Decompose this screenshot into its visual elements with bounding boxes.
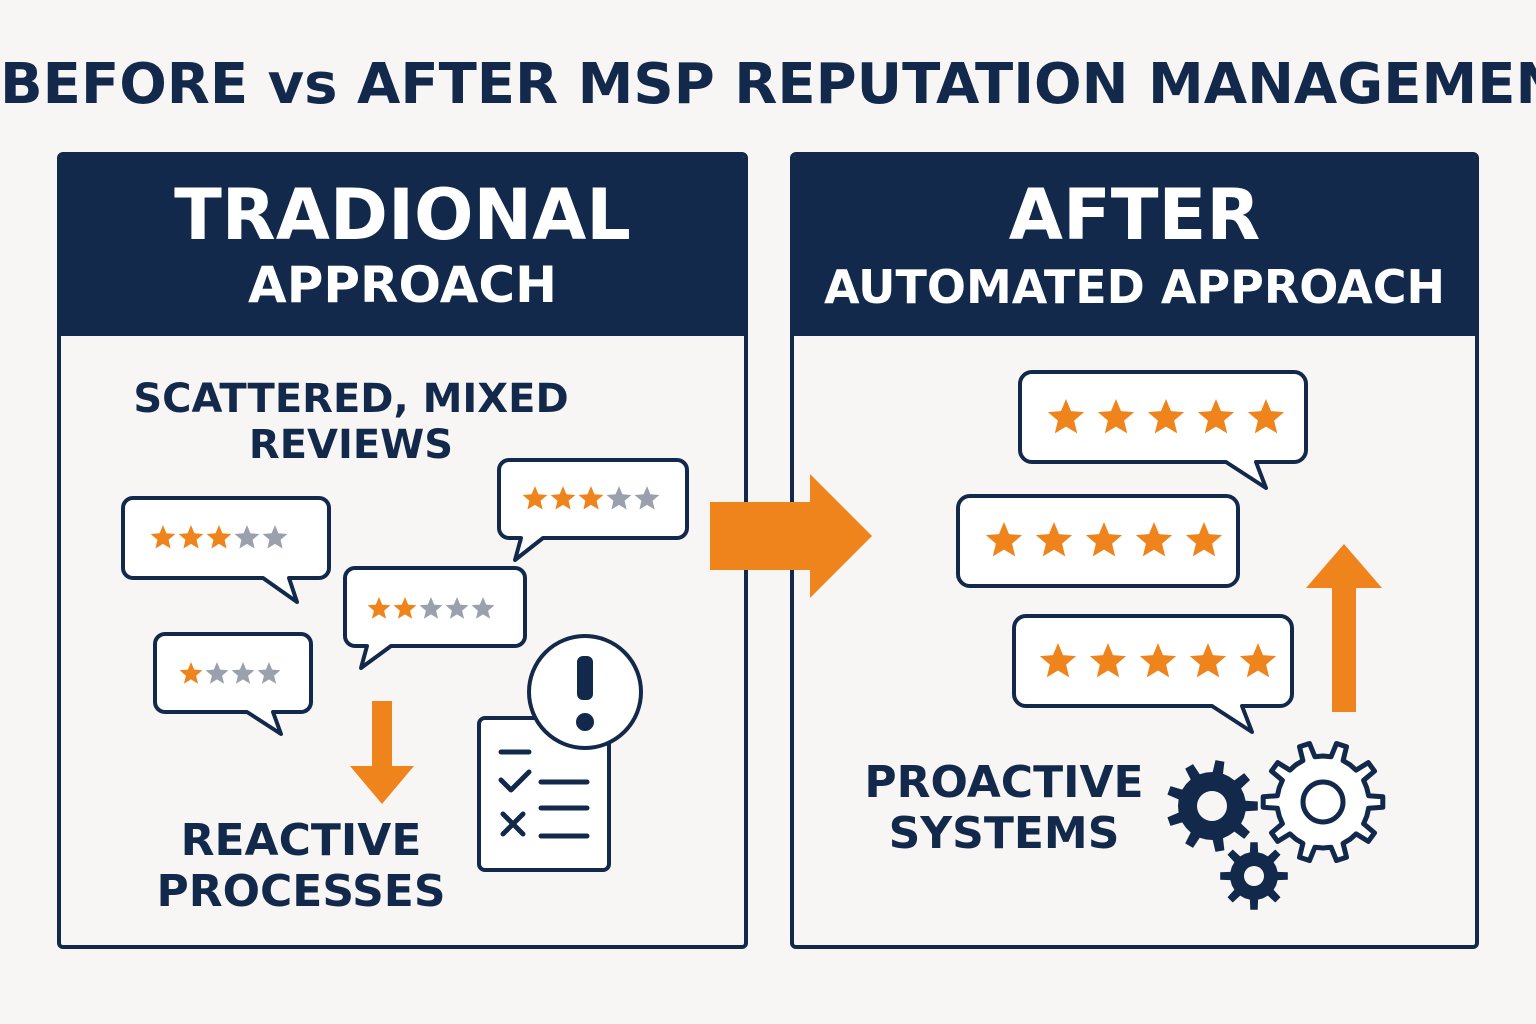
gears-icon	[1167, 741, 1386, 910]
main-title: BEFORE vs AFTER MSP REPUTATION MANAGEMEN…	[0, 52, 1536, 117]
star-filled-icon	[1197, 399, 1235, 434]
review-bubble	[343, 566, 527, 670]
star-filled-icon	[1097, 399, 1135, 434]
review-bubble	[1012, 614, 1294, 734]
reactive-processes-label-line1: REACTIVE	[180, 815, 422, 866]
star-filled-icon	[1089, 643, 1127, 678]
review-bubble	[956, 494, 1240, 588]
review-bubble	[497, 458, 689, 562]
review-bubble	[1018, 370, 1308, 490]
gear-icon	[1167, 760, 1258, 852]
star-filled-icon	[1085, 522, 1123, 557]
up-arrow-icon	[1306, 544, 1382, 712]
star-rating	[367, 597, 495, 619]
star-empty-icon	[419, 597, 443, 619]
star-filled-icon	[367, 597, 391, 619]
star-filled-icon	[1247, 399, 1285, 434]
proactive-systems-label-line2: SYSTEMS	[888, 807, 1120, 859]
star-rating	[179, 662, 281, 684]
star-filled-icon	[1039, 643, 1077, 678]
star-filled-icon	[1147, 399, 1185, 434]
automated-header: AFTER AUTOMATED APPROACH	[794, 156, 1475, 336]
star-filled-icon	[1189, 643, 1227, 678]
proactive-systems-label: PROACTIVE SYSTEMS	[864, 757, 1144, 859]
star-empty-icon	[257, 662, 281, 684]
star-empty-icon	[445, 597, 469, 619]
star-filled-icon	[1047, 399, 1085, 434]
star-filled-icon	[522, 486, 548, 510]
down-arrow-icon	[350, 701, 414, 804]
star-empty-icon	[262, 525, 288, 549]
exclamation-icon	[527, 634, 643, 750]
scattered-reviews-label-line2: REVIEWS	[248, 422, 454, 468]
star-empty-icon	[606, 486, 632, 510]
star-filled-icon	[1239, 643, 1277, 678]
star-rating	[522, 486, 660, 510]
traditional-header-title: TRADIONAL	[174, 174, 631, 256]
star-empty-icon	[634, 486, 660, 510]
gear-icon	[1220, 842, 1288, 910]
star-empty-icon	[231, 662, 255, 684]
star-filled-icon	[179, 662, 203, 684]
star-rating	[985, 522, 1223, 557]
star-filled-icon	[1035, 522, 1073, 557]
gear-hub	[1197, 791, 1227, 821]
reactive-processes-label: REACTIVE PROCESSES	[151, 815, 451, 917]
star-empty-icon	[205, 662, 229, 684]
star-empty-icon	[234, 525, 260, 549]
star-filled-icon	[985, 522, 1023, 557]
checklist-icon	[477, 716, 611, 872]
automated-header-subtitle: AUTOMATED APPROACH	[824, 260, 1445, 314]
traditional-header-subtitle: APPROACH	[248, 256, 557, 314]
gear-icon	[1260, 741, 1386, 863]
star-filled-icon	[206, 525, 232, 549]
review-bubble	[121, 496, 331, 604]
traditional-header: TRADIONAL APPROACH	[61, 156, 744, 336]
scattered-reviews-label-line1: SCATTERED, MIXED	[133, 376, 569, 422]
scattered-reviews-label: SCATTERED, MIXED REVIEWS	[131, 376, 571, 468]
star-rating	[1047, 399, 1285, 434]
automated-panel: AFTER AUTOMATED APPROACH PROACTIVE SYSTE…	[790, 152, 1479, 949]
star-filled-icon	[578, 486, 604, 510]
star-rating	[150, 525, 288, 549]
automated-artwork	[956, 370, 1386, 910]
star-rating	[1039, 643, 1277, 678]
review-bubble	[153, 632, 313, 736]
star-filled-icon	[1185, 522, 1223, 557]
gear-hub	[1244, 866, 1264, 886]
star-filled-icon	[550, 486, 576, 510]
traditional-artwork	[121, 458, 689, 872]
proactive-systems-label-line1: PROACTIVE	[864, 757, 1144, 808]
star-filled-icon	[150, 525, 176, 549]
automated-header-title: AFTER	[1008, 174, 1261, 256]
gear-hub	[1300, 779, 1346, 825]
star-filled-icon	[393, 597, 417, 619]
star-filled-icon	[1135, 522, 1173, 557]
star-filled-icon	[178, 525, 204, 549]
reactive-processes-label-line2: PROCESSES	[156, 865, 446, 917]
star-empty-icon	[471, 597, 495, 619]
traditional-panel: TRADIONAL APPROACH SCATTERED, MIXED REVI…	[57, 152, 748, 949]
star-filled-icon	[1139, 643, 1177, 678]
